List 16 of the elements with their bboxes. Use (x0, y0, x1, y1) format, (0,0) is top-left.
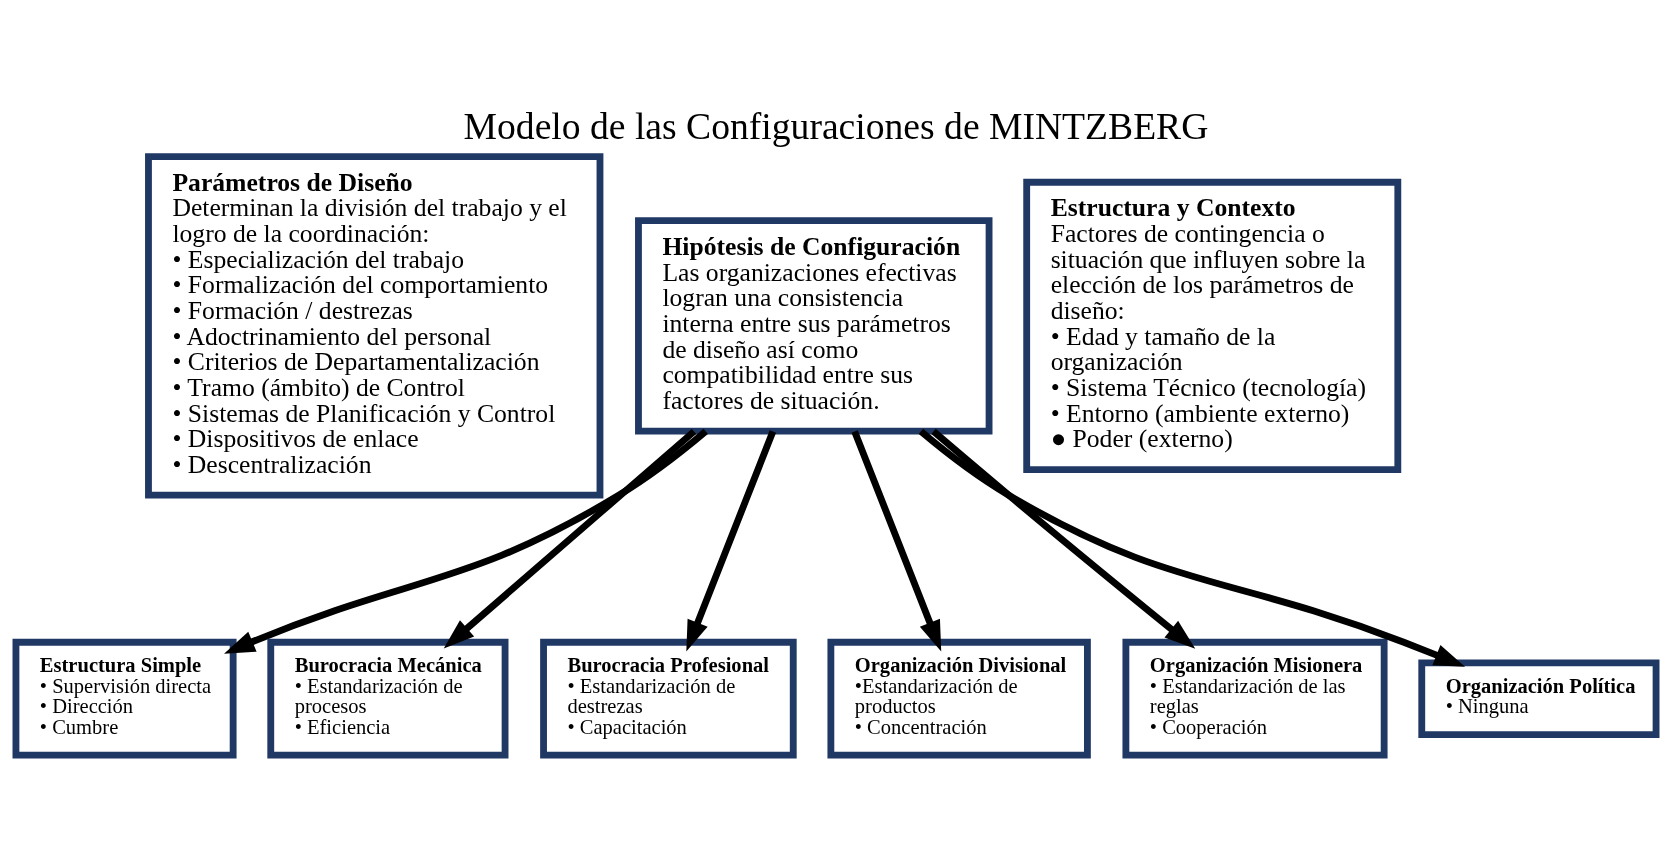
arrow (443, 428, 697, 649)
arrow (686, 430, 777, 652)
node-box: Burocracia Mecánica • Estandarización de procesos • Eficiencia (267, 638, 509, 759)
arrow (851, 430, 942, 652)
node-box: Estructura y Contexto Factores de contingencia o situación que influyen sobre la elección de los parámetros de diseño: • Edad y tamaño de la organización • Sistema Técnico (tecnología) • Entorno (ambiente externo) ● Poder (externo) (1023, 178, 1402, 473)
node-box: Organización Divisional •Estandarización de productos • Concentración (827, 638, 1091, 759)
arrow (931, 428, 1196, 649)
node-box: Burocracia Profesional • Estandarización de destrezas • Capacitación (540, 638, 797, 759)
diagram-title: Modelo de las Configuraciones de MINTZBERG (463, 104, 1209, 147)
node-box: Estructura Simple • Supervisión directa • Dirección • Cumbre (12, 638, 237, 759)
node-box: Organización Misionera • Estandarización de las reglas • Cooperación (1122, 638, 1388, 759)
node-box: Hipótesis de Configuración Las organizaciones efectivas logran una consistencia interna entre sus parámetros de diseño así como compatibilidad entre sus factores de situación. (635, 217, 993, 435)
node-box: Organización Política • Ninguna (1418, 659, 1660, 739)
node-box: Parámetros de Diseño Determinan la división del trabajo y el logro de la coordinación: • Especialización del trabajo • Formalización del comportamiento • Formación / destrezas • Adoctrinamiento del personal • Criterios de Departamentalización • Tramo (ámbito) de Control • Sistemas de Planificación y Control • Dispositivos de enlace • Descentralización (145, 153, 604, 499)
arrow (918, 428, 1466, 667)
arrow (224, 428, 708, 654)
